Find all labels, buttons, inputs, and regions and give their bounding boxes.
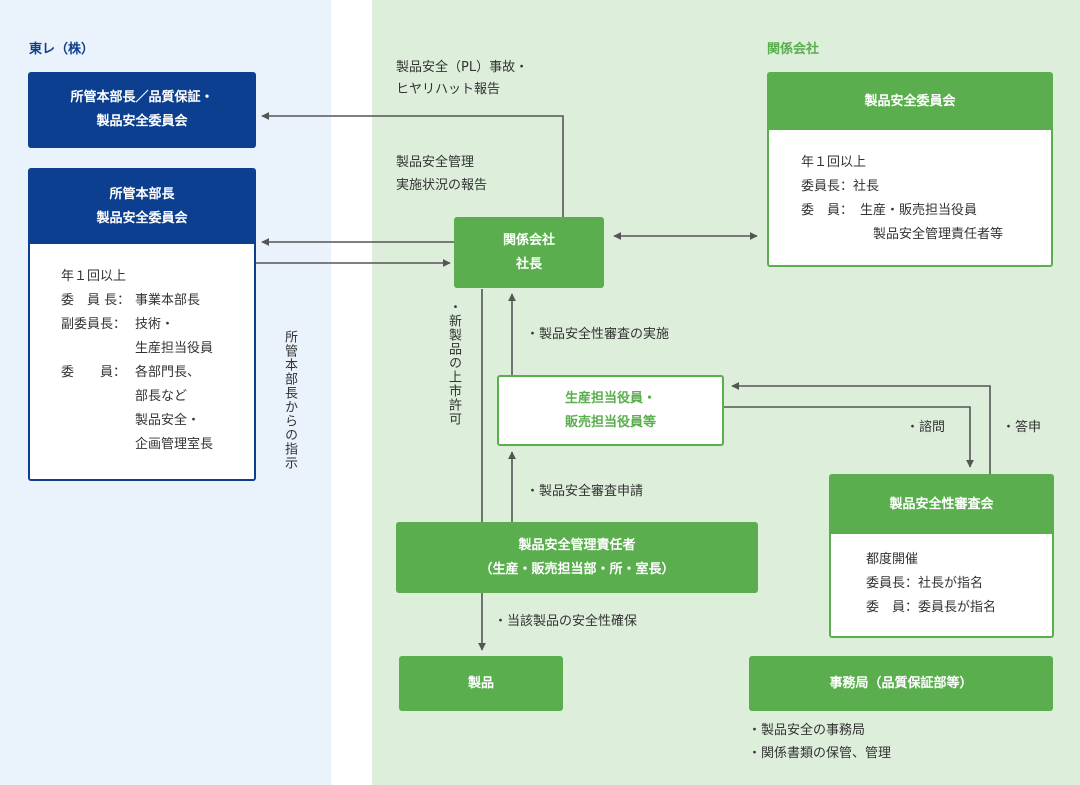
pl-report-arrow	[261, 112, 564, 217]
note-consult: ・諮問	[906, 420, 946, 435]
division-chair-label: 委 員 長：	[61, 293, 131, 308]
division-member-value-3: 製品安全・	[135, 413, 201, 428]
division-safety-committee-box: 所管本部長 製品安全委員会 年１回以上 委 員 長： 事業本部長 副委員長： 技…	[28, 168, 256, 481]
review-board-chair: 委員長：社長が指名	[866, 576, 984, 591]
note-pl-report-1: 製品安全（PL）事故・	[396, 60, 529, 75]
secretariat-box: 事務局（品質保証部等）	[749, 656, 1053, 711]
product-label: 製品	[467, 675, 494, 691]
officers-box: 生産担当役員・ 販売担当役員等	[497, 375, 724, 446]
affiliate-committee-member-value-2: 製品安全管理責任者等	[873, 227, 1004, 242]
safety-review-board-box: 製品安全性審査会 都度開催 委員長：社長が指名 委 員：委員長が指名	[829, 474, 1054, 638]
note-status-report-1: 製品安全管理	[396, 155, 475, 170]
affiliate-section-title: 関係会社	[767, 42, 820, 57]
division-vice-value-2: 生産担当役員	[135, 341, 214, 356]
division-member-value-1: 各部門長、	[135, 365, 201, 380]
division-safety-committee-line2: 製品安全委員会	[96, 211, 188, 226]
safety-manager-line2: （生産・販売担当部・所・室長）	[479, 561, 675, 577]
division-member-value-2: 部長など	[135, 389, 188, 404]
review-board-freq: 都度開催	[866, 552, 919, 567]
division-freq: 年１回以上	[61, 269, 127, 284]
division-chair-value: 事業本部長	[135, 293, 201, 308]
note-launch-permission: ・新製品の上市許可	[446, 300, 461, 426]
division-safety-committee-line1: 所管本部長	[109, 187, 175, 202]
division-vice-label: 副委員長：	[61, 317, 127, 332]
affiliate-committee-freq: 年１回以上	[801, 155, 867, 170]
secretariat-label: 事務局（品質保証部等）	[829, 675, 973, 691]
affiliate-committee-member-label: 委 員：	[801, 203, 854, 218]
note-answer: ・答申	[1002, 420, 1042, 435]
officers-line1: 生産担当役員・	[564, 390, 656, 406]
affiliate-committee-chair: 委員長：社長	[801, 179, 880, 194]
consult-arrow	[724, 406, 974, 468]
affiliate-safety-committee-body: 年１回以上 委員長：社長 委 員： 生産・販売担当役員 製品安全管理責任者等	[769, 130, 1051, 265]
affiliate-president-box: 関係会社 社長	[454, 217, 604, 288]
review-board-member: 委 員：委員長が指名	[866, 600, 997, 615]
answer-arrow	[731, 382, 991, 474]
safety-review-board-title: 製品安全性審査会	[889, 497, 994, 512]
division-safety-committee-body: 年１回以上 委 員 長： 事業本部長 副委員長： 技術・ 生産担当役員 委 員：…	[30, 244, 254, 479]
affiliate-safety-committee-header: 製品安全委員会	[769, 74, 1051, 130]
affiliate-president-line2: 社長	[515, 256, 542, 272]
safety-review-board-header: 製品安全性審査会	[831, 476, 1052, 534]
quality-safety-committee-box: 所管本部長／品質保証・ 製品安全委員会	[28, 72, 256, 148]
officers-line2: 販売担当役員等	[564, 414, 656, 430]
division-member-value-4: 企画管理室長	[135, 437, 214, 452]
note-division-instruction: 所管本部長からの指示	[282, 330, 297, 470]
division-vice-value-1: 技術・	[135, 317, 175, 332]
division-member-label: 委 員：	[61, 365, 127, 380]
note-secretariat-1: ・製品安全の事務局	[748, 723, 866, 738]
note-secretariat-2: ・関係書類の保管、管理	[748, 746, 892, 761]
affiliate-safety-committee-title: 製品安全委員会	[864, 94, 956, 109]
note-status-report-2: 実施状況の報告	[396, 178, 488, 193]
product-box: 製品	[399, 656, 563, 711]
note-review-request: ・製品安全審査申請	[526, 484, 644, 499]
safety-manager-box: 製品安全管理責任者 （生産・販売担当部・所・室長）	[396, 522, 758, 593]
affiliate-safety-committee-box: 製品安全委員会 年１回以上 委員長：社長 委 員： 生産・販売担当役員 製品安全…	[767, 72, 1053, 267]
safety-review-board-body: 都度開催 委員長：社長が指名 委 員：委員長が指名	[831, 534, 1052, 636]
safety-manager-line1: 製品安全管理責任者	[518, 537, 636, 553]
affiliate-committee-member-value-1: 生産・販売担当役員	[860, 203, 978, 218]
note-ensure-safety: ・当該製品の安全性確保	[494, 614, 638, 629]
quality-safety-committee-line1: 所管本部長／品質保証・	[70, 90, 214, 105]
quality-safety-committee-line2: 製品安全委員会	[96, 114, 188, 129]
tore-section-title: 東レ（株）	[29, 42, 95, 57]
note-review-exec: ・製品安全性審査の実施	[526, 327, 670, 342]
note-pl-report-2: ヒヤリハット報告	[396, 82, 501, 97]
affiliate-president-line1: 関係会社	[502, 232, 555, 248]
division-safety-committee-header: 所管本部長 製品安全委員会	[30, 170, 254, 244]
